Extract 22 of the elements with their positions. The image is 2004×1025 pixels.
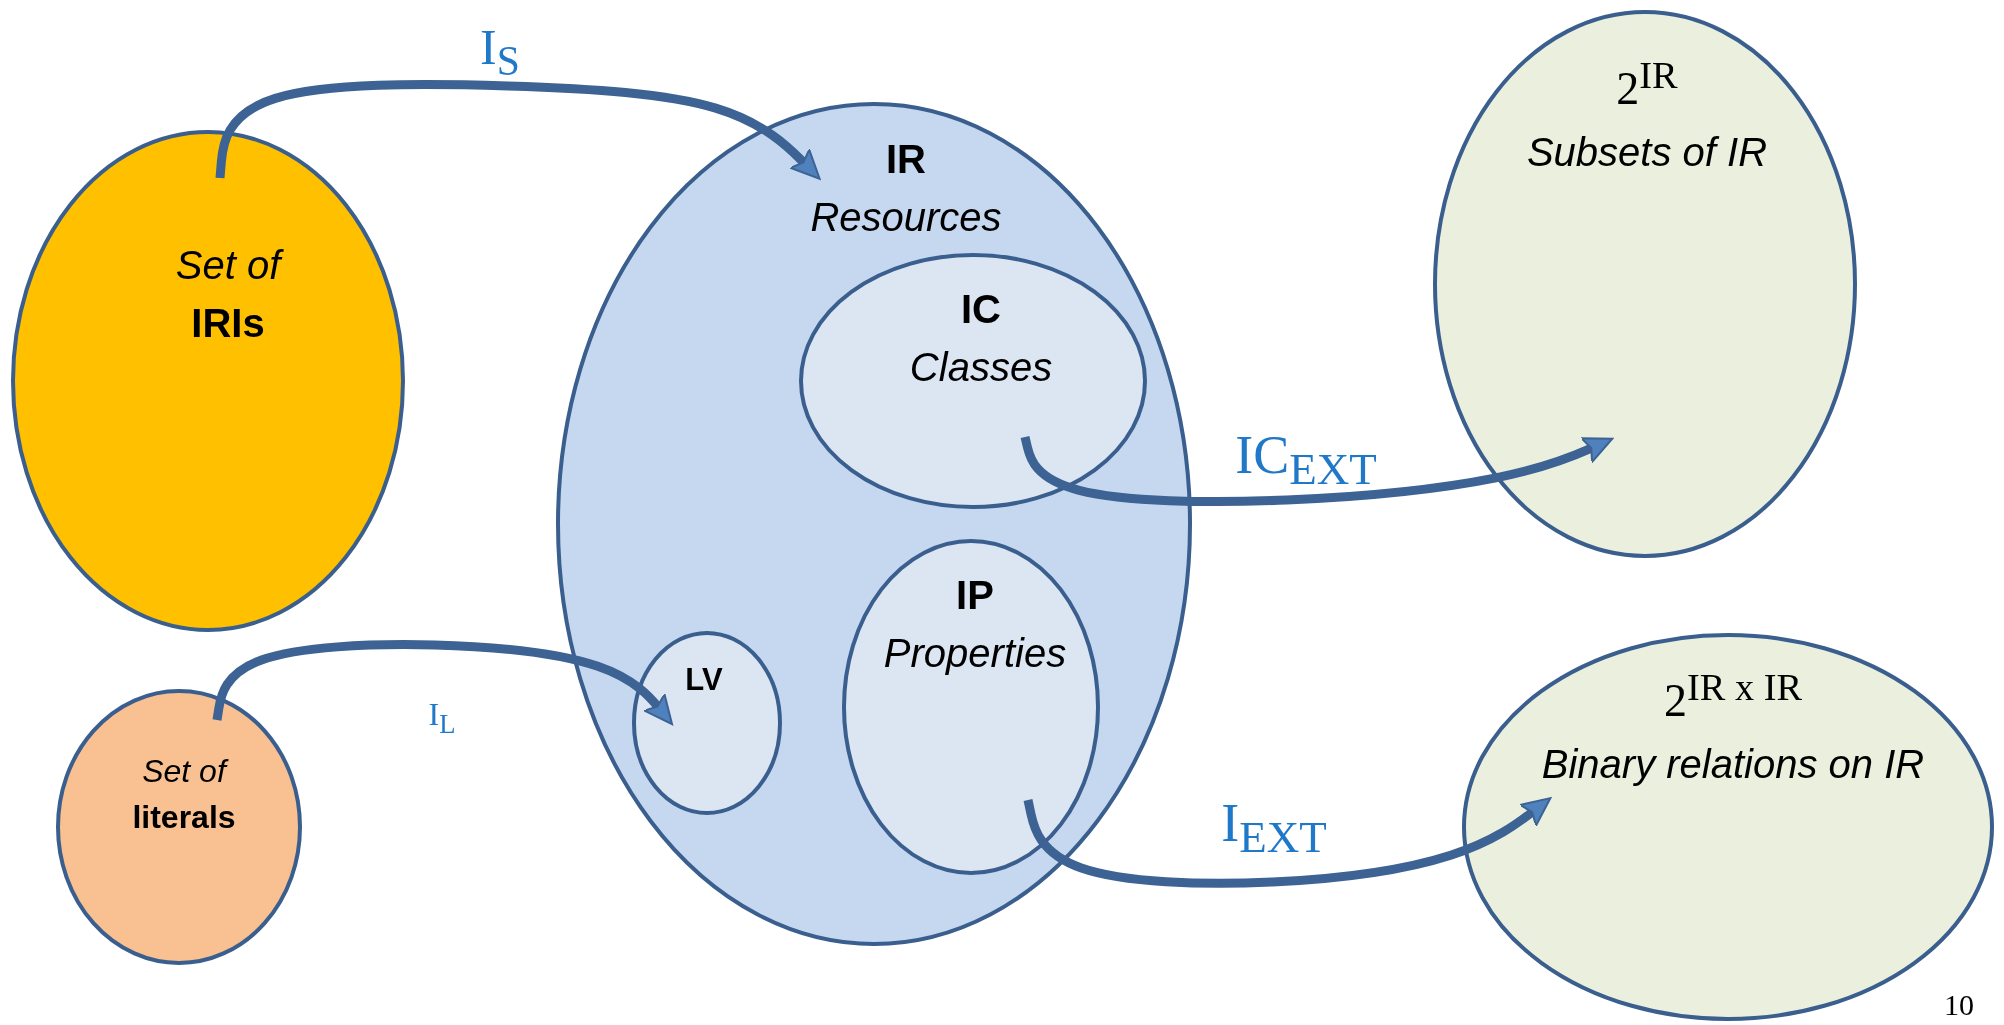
set-description: literals [132,798,236,838]
set-symbol: IR [886,136,926,183]
set-description: Binary relations on IR [1541,741,1925,788]
set-description: Properties [883,630,1067,677]
edge-label: I$_{EXT}$ [1221,795,1327,861]
set-description: IRIs [191,300,265,347]
set-description: Classes [909,344,1053,391]
set-symbol: IC [961,286,1001,333]
set-symbol: 2$^{IR}$ [1616,53,1678,117]
set-symbol: LV [685,661,723,699]
arrow [1020,435,1614,506]
edge-label: I$_{L}$ [428,698,456,738]
set-symbol: 2$^{IR x IR}$ [1664,665,1802,729]
set-description: Subsets of IR [1526,129,1768,176]
set-symbol: IP [956,572,994,619]
edge-label: I$_{S}$ [480,21,520,83]
page-number: 10 [1944,988,1974,1022]
edge-label: IC$_{EXT}$ [1235,427,1377,493]
set-description: Resources [810,194,1002,241]
arrow [215,80,821,180]
arrow [1023,797,1552,888]
arrow [212,640,674,726]
